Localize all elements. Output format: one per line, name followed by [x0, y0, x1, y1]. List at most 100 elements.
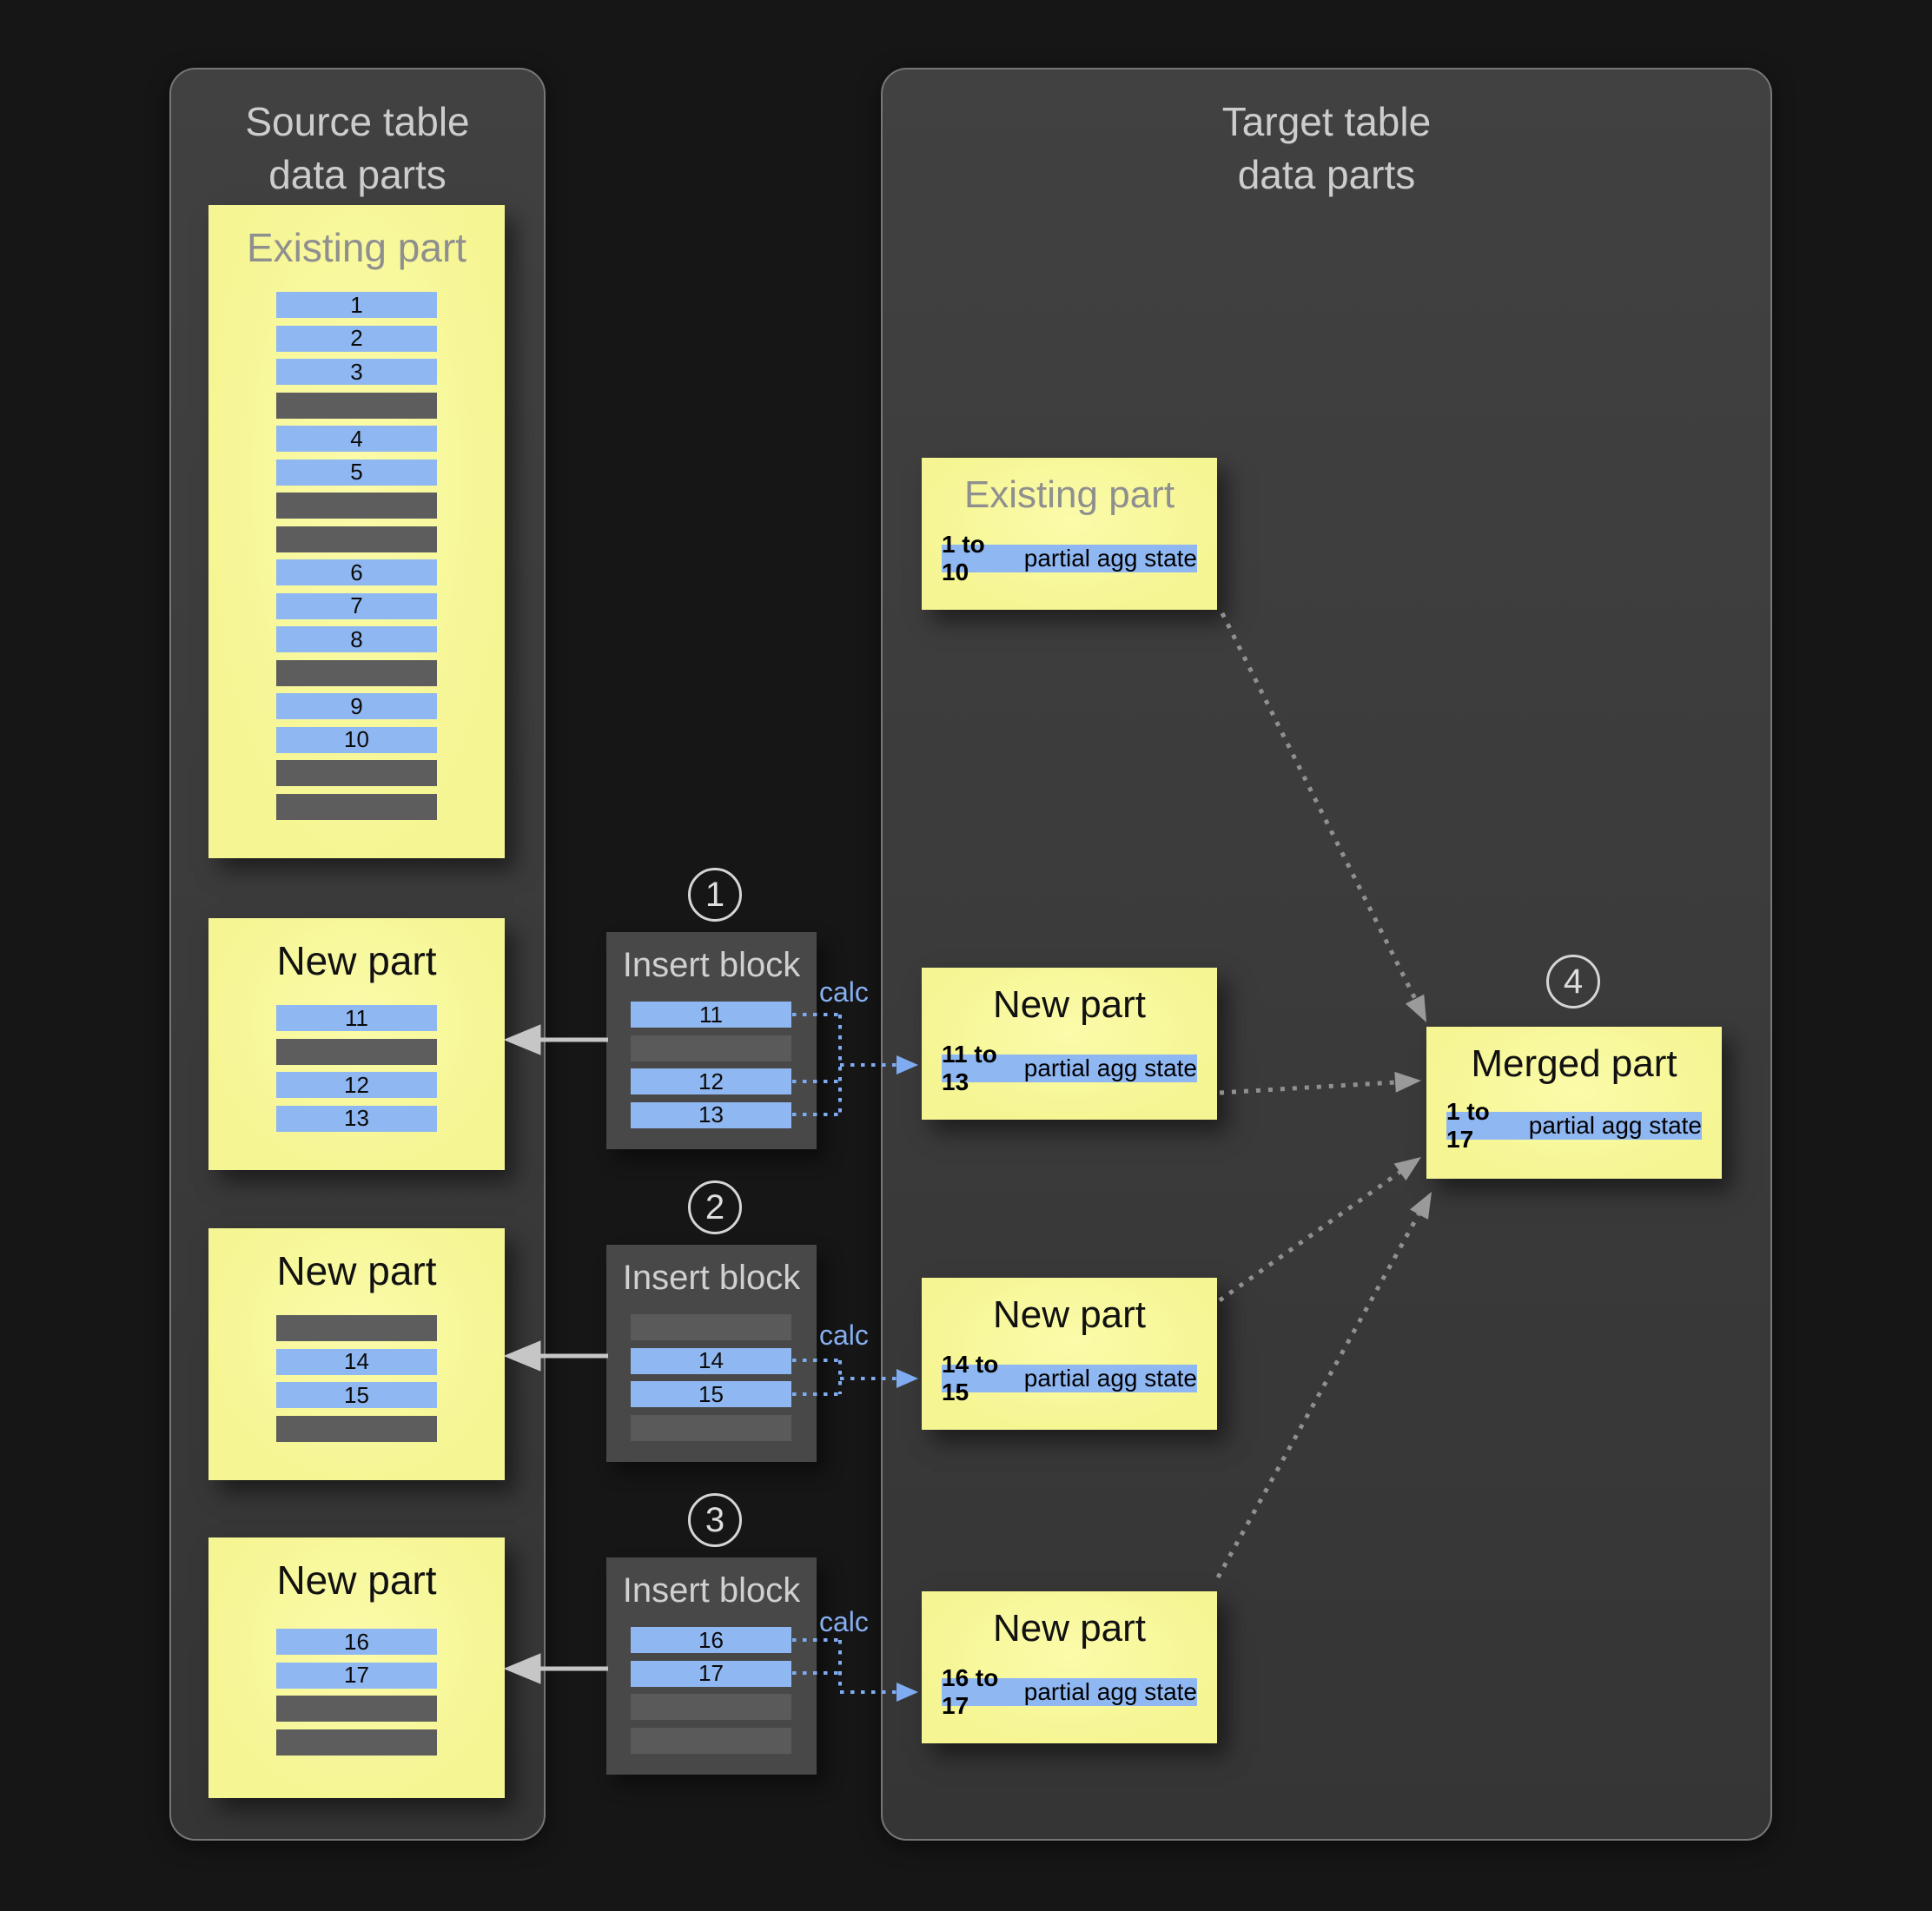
target-panel-title-line1: Target table: [1221, 99, 1432, 144]
step-4-circle: 4: [1546, 955, 1600, 1008]
data-row: 6: [276, 559, 437, 585]
data-row: 15: [631, 1381, 791, 1407]
data-row: 16: [276, 1629, 437, 1655]
data-row: 2: [276, 325, 437, 352]
data-row: [631, 1314, 791, 1340]
source-panel-title-line1: Source table: [245, 99, 470, 144]
data-row: 11: [276, 1005, 437, 1031]
step-4-number: 4: [1563, 962, 1584, 1001]
source-new-part-3-title: New part: [276, 1557, 437, 1603]
data-row: [276, 1415, 437, 1442]
state-suffix: partial agg state: [1016, 1678, 1197, 1705]
step-2-circle: 2: [688, 1180, 742, 1234]
target-new-part-3-state: 16 to 17 partial agg state: [942, 1664, 1197, 1719]
state-range: 1 to 10: [942, 531, 985, 585]
target-new-part-1-title: New part: [992, 983, 1147, 1026]
source-new-part-2-title: New part: [276, 1248, 437, 1293]
data-row: [276, 760, 437, 786]
data-row: [276, 1729, 437, 1756]
data-row: 11: [631, 1002, 791, 1028]
calc-label-2: calc: [819, 1319, 869, 1351]
data-row: 12: [631, 1068, 791, 1094]
data-row: [276, 493, 437, 519]
target-new-part-1-state: 11 to 13 partial agg state: [942, 1041, 1197, 1095]
step-1-number: 1: [705, 875, 725, 914]
target-new-part-3: New part 16 to 17 partial agg state: [922, 1591, 1217, 1743]
data-row: 15: [276, 1382, 437, 1408]
merged-part-state: 1 to 17 partial agg state: [1446, 1098, 1702, 1153]
data-row: 13: [276, 1105, 437, 1132]
source-existing-part-title: Existing part: [246, 225, 467, 270]
source-new-part-1-rows: 11 12 13: [276, 1005, 437, 1132]
data-row: 17: [276, 1662, 437, 1689]
calc-label-1: calc: [819, 976, 869, 1008]
insert-block-1-rows: 11 12 13: [631, 1002, 791, 1128]
step-1-circle: 1: [688, 868, 742, 922]
data-row: [276, 1038, 437, 1065]
source-panel-title-line2: data parts: [268, 151, 447, 197]
data-row: 14: [631, 1347, 791, 1374]
source-existing-part: Existing part 1 2 3 4 5 6 7 8 9 10: [208, 205, 505, 858]
state-range: 16 to 17: [942, 1664, 999, 1719]
merged-part-title: Merged part: [1471, 1042, 1677, 1085]
data-row: 13: [631, 1101, 791, 1128]
target-panel-title-line2: data parts: [1237, 151, 1416, 197]
state-range: 14 to 15: [942, 1351, 999, 1405]
insert-block-2-title: Insert block: [622, 1259, 801, 1297]
data-row: 17: [631, 1660, 791, 1687]
target-new-part-2: New part 14 to 15 partial agg state: [922, 1278, 1217, 1430]
data-row: [276, 659, 437, 686]
target-existing-part: Existing part 1 to 10 partial agg state: [922, 458, 1217, 610]
target-new-part-2-state: 14 to 15 partial agg state: [942, 1351, 1197, 1405]
state-suffix: partial agg state: [1016, 1365, 1197, 1392]
data-row: 4: [276, 426, 437, 452]
state-suffix: partial agg state: [1016, 1055, 1197, 1081]
state-suffix: partial agg state: [1016, 545, 1197, 572]
data-row: 10: [276, 726, 437, 753]
data-row: [631, 1694, 791, 1720]
data-row: 16: [631, 1627, 791, 1653]
data-row: 7: [276, 592, 437, 619]
data-row: 14: [276, 1348, 437, 1375]
state-suffix: partial agg state: [1521, 1112, 1702, 1139]
state-range: 1 to 17: [1446, 1098, 1490, 1153]
target-table-panel: Target table data parts Existing part 1 …: [881, 68, 1772, 1841]
data-row: 1: [276, 292, 437, 318]
data-row: 8: [276, 626, 437, 652]
target-existing-part-title: Existing part: [963, 473, 1175, 516]
state-range: 11 to 13: [942, 1041, 997, 1095]
data-row: [631, 1727, 791, 1754]
insert-block-3-title: Insert block: [622, 1571, 801, 1610]
data-row: [631, 1035, 791, 1061]
data-row: [276, 526, 437, 552]
data-row: 3: [276, 359, 437, 385]
data-row: 9: [276, 693, 437, 719]
step-3-circle: 3: [688, 1493, 742, 1547]
step-3-number: 3: [705, 1500, 725, 1539]
target-new-part-2-title: New part: [992, 1293, 1147, 1336]
insert-block-1-title: Insert block: [622, 946, 801, 984]
target-new-part-3-title: New part: [992, 1607, 1147, 1650]
insert-block-1: Insert block 11 12 13: [606, 932, 817, 1149]
data-row: [276, 392, 437, 419]
data-row: [631, 1414, 791, 1441]
data-row: [276, 1696, 437, 1722]
source-existing-part-rows: 1 2 3 4 5 6 7 8 9 10: [276, 292, 437, 820]
data-row: 5: [276, 459, 437, 486]
step-2-number: 2: [705, 1187, 725, 1227]
target-new-part-1: New part 11 to 13 partial agg state: [922, 968, 1217, 1120]
data-row: [276, 793, 437, 820]
target-panel-title: Target table data parts: [883, 96, 1770, 201]
data-row: 12: [276, 1072, 437, 1098]
